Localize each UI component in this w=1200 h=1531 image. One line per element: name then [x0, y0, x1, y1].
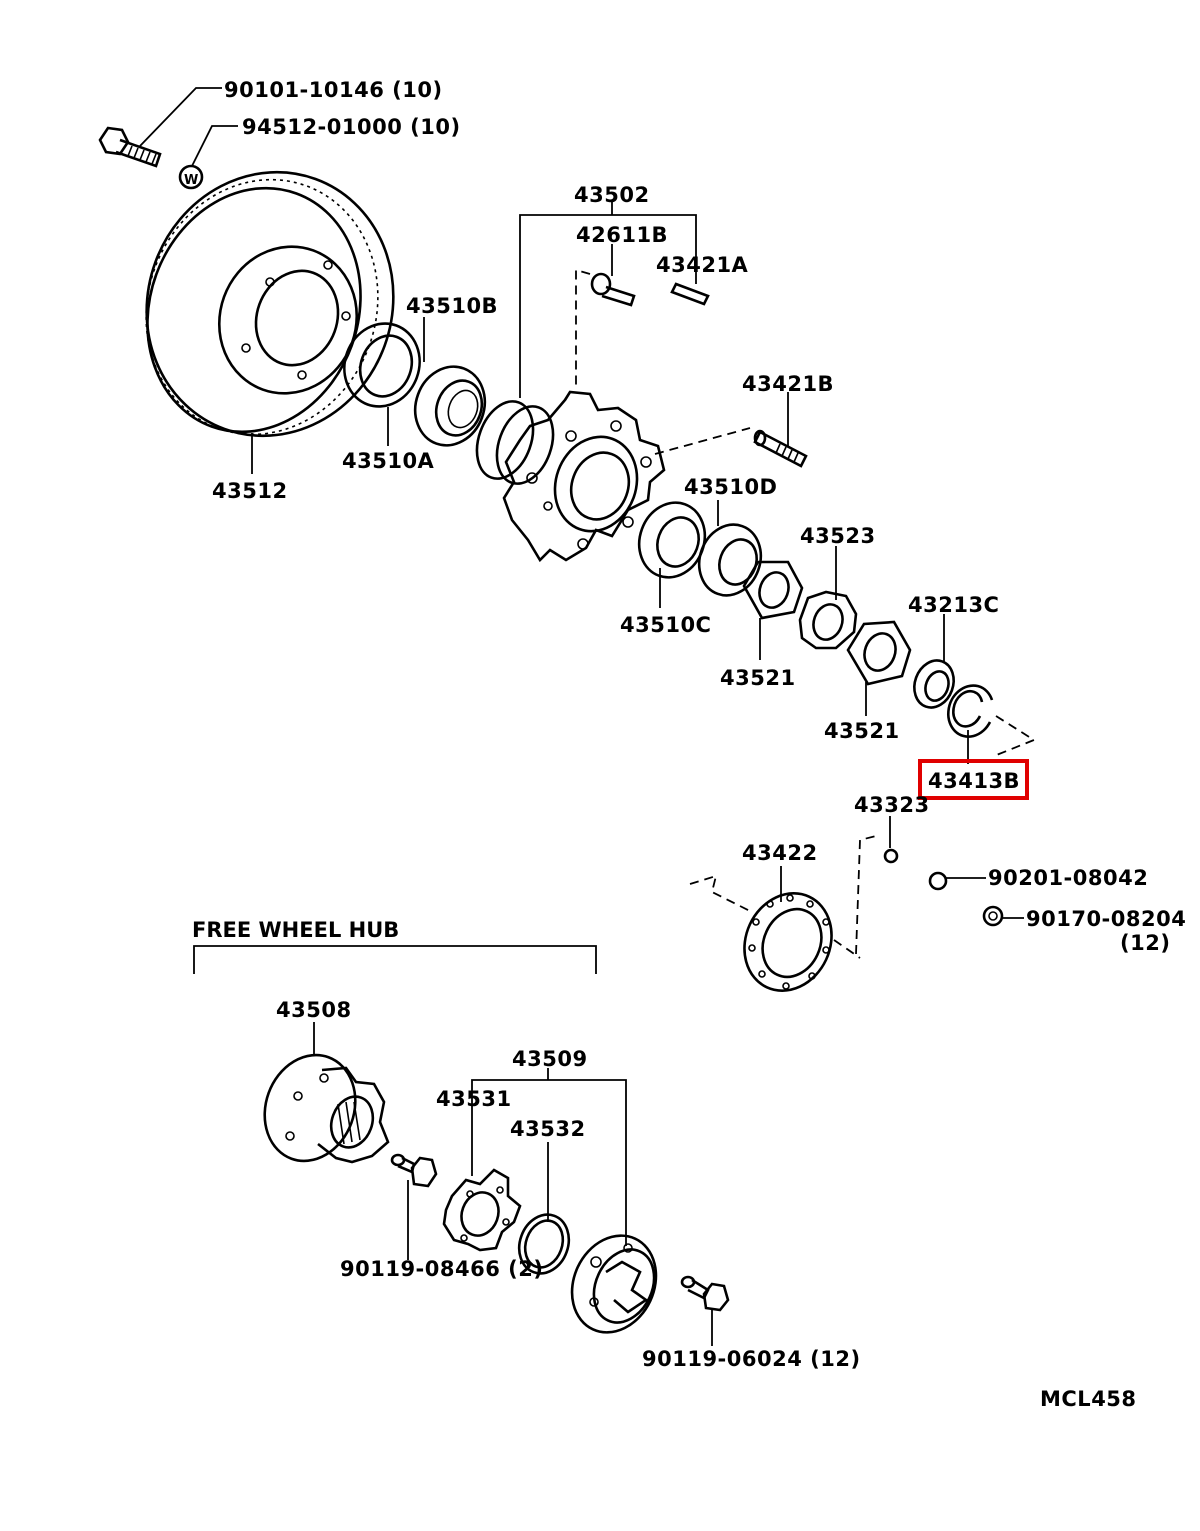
- bolt-90119-08466: [390, 1153, 438, 1188]
- label-43532[interactable]: 43532: [510, 1117, 586, 1141]
- cover-43509: [570, 1234, 658, 1334]
- label-43508[interactable]: 43508: [276, 998, 352, 1022]
- label-90119-06024[interactable]: 90119-06024 (12): [642, 1347, 861, 1371]
- label-43510C[interactable]: 43510C: [620, 613, 711, 637]
- bearing-43510C: [637, 501, 707, 579]
- bearing-43510B: [413, 365, 487, 447]
- label-43510D[interactable]: 43510D: [684, 475, 778, 499]
- label-42611B[interactable]: 42611B: [576, 223, 668, 247]
- gasket-43422: [743, 892, 833, 992]
- label-43523[interactable]: 43523: [800, 524, 876, 548]
- pin-43421A: [670, 282, 710, 306]
- hub-nut-43521-a: [742, 560, 804, 620]
- svg-text:W: W: [184, 173, 198, 188]
- label-43421A[interactable]: 43421A: [656, 253, 749, 277]
- label-90170-qty[interactable]: (12): [1120, 931, 1170, 955]
- highlight-box: [918, 759, 1029, 800]
- bolt-90119-06024: [680, 1275, 730, 1312]
- washer-94512: W: [178, 164, 204, 190]
- diagram-code: MCL458: [1040, 1387, 1137, 1411]
- snap-ring-43413B: [947, 684, 994, 738]
- label-90101[interactable]: 90101-10146 (10): [224, 78, 443, 102]
- label-90170[interactable]: 90170-08204: [1026, 907, 1186, 931]
- cap-43323: [883, 848, 899, 864]
- section-title: FREE WHEEL HUB: [192, 918, 399, 942]
- hub-bolt-42611B: [590, 272, 636, 307]
- label-43510A[interactable]: 43510A: [342, 449, 435, 473]
- label-43509[interactable]: 43509: [512, 1047, 588, 1071]
- oil-seal-43510A: [343, 322, 421, 408]
- inner-hub-43531: [442, 1168, 522, 1252]
- lock-washer-43523: [798, 590, 858, 650]
- axle-hub-43502: [475, 390, 666, 563]
- label-43510B[interactable]: 43510B: [406, 294, 498, 318]
- label-43413B[interactable]: 43413B: [928, 769, 1020, 793]
- label-90119-08466[interactable]: 90119-08466 (2): [340, 1257, 543, 1281]
- label-43531[interactable]: 43531: [436, 1087, 512, 1111]
- nut-90170: [982, 905, 1004, 927]
- hub-stud-43421B: [753, 429, 808, 468]
- label-43521-b[interactable]: 43521: [824, 719, 900, 743]
- o-ring-43532: [517, 1213, 571, 1275]
- nut-90201: [928, 871, 948, 891]
- label-43502[interactable]: 43502: [574, 183, 650, 207]
- label-43422[interactable]: 43422: [742, 841, 818, 865]
- label-43323[interactable]: 43323: [854, 793, 930, 817]
- free-wheel-hub-body-43508: [263, 1053, 390, 1164]
- spacer-43213C: [913, 659, 955, 709]
- brake-disc-43512: [145, 170, 395, 438]
- label-90201[interactable]: 90201-08042: [988, 866, 1148, 890]
- label-43213C[interactable]: 43213C: [908, 593, 999, 617]
- label-43512[interactable]: 43512: [212, 479, 288, 503]
- label-43521-a[interactable]: 43521: [720, 666, 796, 690]
- hub-nut-43521-b: [846, 620, 912, 686]
- bolt-90101: [98, 126, 162, 168]
- label-94512[interactable]: 94512-01000 (10): [242, 115, 461, 139]
- label-43421B[interactable]: 43421B: [742, 372, 834, 396]
